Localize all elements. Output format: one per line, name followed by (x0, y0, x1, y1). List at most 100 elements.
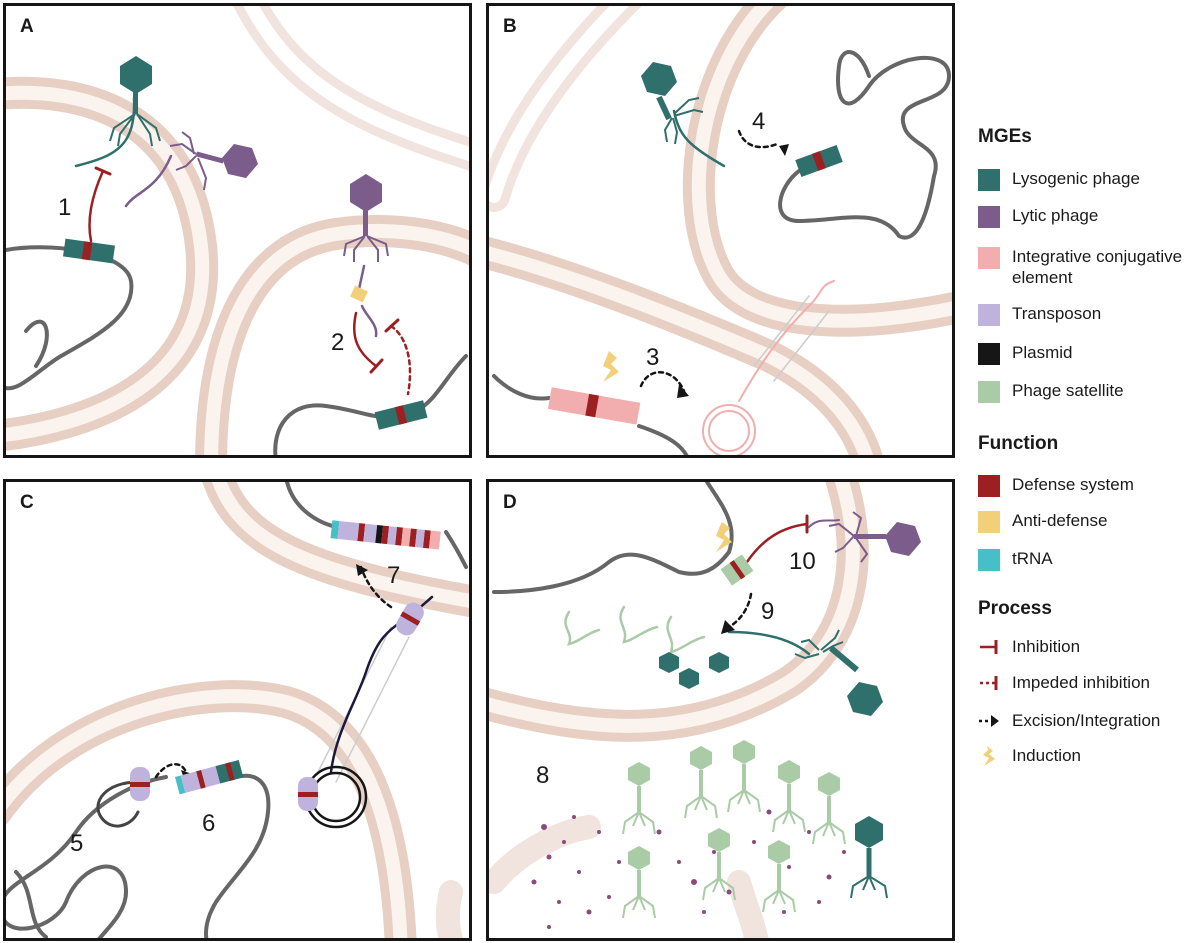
legend-process-title: Process (978, 598, 1052, 619)
satellite-dna (666, 615, 706, 654)
impeded-inhibition-icon (980, 676, 998, 690)
step-8-label: 8 (536, 762, 550, 789)
inhibition-icon (980, 640, 998, 654)
lytic-phage (169, 131, 258, 191)
legend-label: Integrative conjugative element (1012, 247, 1183, 287)
integration-arrow (154, 763, 188, 779)
ice-cassette (547, 387, 641, 425)
cell-membrane (489, 237, 883, 455)
helper-phage (794, 629, 883, 716)
legend-label: Inhibition (1012, 637, 1081, 656)
swatch-phage-satellite (978, 381, 1000, 403)
step-3-label: 3 (646, 344, 660, 371)
conjugation-pilus (753, 295, 830, 382)
phage-dna (124, 154, 173, 208)
phage-dna (727, 630, 811, 656)
satellite-capsid (679, 668, 699, 689)
transposon (130, 767, 150, 801)
excision-arrow (727, 592, 753, 629)
legend-label: Lytic phage (1012, 206, 1099, 225)
chromosome (273, 354, 468, 455)
legend-function-title: Function (978, 433, 1059, 454)
legend-label: Induction (1012, 746, 1081, 765)
legend-item-anti-defense: Anti-defense (978, 510, 1107, 538)
swatch-defense-system (978, 475, 1000, 497)
inhibition-arrow (745, 522, 809, 564)
lysogenic-prophage (374, 400, 428, 430)
satellite-dna (564, 610, 601, 646)
panel-b-label: B (503, 16, 517, 37)
legend-item-trna: tRNA (978, 548, 1053, 576)
legend-item-transposon: Transposon (978, 303, 1101, 331)
swatch-plasmid (978, 343, 1000, 365)
legend-label: tRNA (1012, 549, 1053, 568)
panel-a-label: A (20, 16, 34, 37)
chromosome (6, 245, 134, 391)
step-10-label: 10 (789, 548, 816, 575)
legend-item-excision-integration: Excision/Integration (978, 710, 1160, 738)
transposon-circular-form (96, 780, 140, 828)
lightning-icon (983, 746, 995, 766)
panel-b: B 3 4 (486, 3, 955, 458)
legend-item-lytic-phage: Lytic phage (978, 205, 1098, 233)
step-4-label: 4 (752, 108, 766, 135)
phage-satellite-element (720, 554, 754, 586)
legend-label: Lysogenic phage (1012, 169, 1140, 188)
ice-circular-intermediate (702, 404, 756, 455)
phage-dna (672, 109, 726, 168)
cell-membrane (6, 76, 219, 451)
legend-label: Anti-defense (1012, 511, 1108, 530)
legend-item-ice: Integrative conjugative element (978, 246, 1200, 292)
swatch-lysogenic-phage (978, 169, 1000, 191)
panel-d: D 8 9 10 (486, 479, 955, 941)
lytic-phage (828, 511, 921, 563)
lysogenic-prophage (795, 145, 843, 177)
swatch-lytic-phage (978, 206, 1000, 228)
lightning-icon (603, 351, 619, 382)
panel-c-label: C (20, 492, 34, 513)
legend-mges-title: MGEs (978, 126, 1032, 147)
swatch-anti-defense (978, 511, 1000, 533)
chromosome (6, 773, 271, 938)
step-2-label: 2 (331, 329, 345, 356)
chromosome (285, 482, 468, 569)
ice-ssdna (738, 280, 835, 402)
excision-arrow (639, 371, 686, 393)
lysogenic-phage (109, 56, 161, 147)
satellite-capsid (709, 652, 729, 673)
panel-a-illustration (6, 6, 469, 455)
inhibition-arrow (88, 169, 105, 243)
step-1-label: 1 (58, 194, 72, 221)
panel-d-illustration (489, 482, 921, 938)
lysogenic-prophage (62, 238, 116, 264)
panel-b-illustration (489, 6, 952, 455)
satellite-capsid (659, 652, 679, 673)
dashed-arrow-icon (979, 715, 999, 727)
inhibition-arrow (352, 311, 378, 368)
legend-item-phage-satellite: Phage satellite (978, 380, 1124, 408)
lysogenic-phage (641, 62, 704, 145)
excision-arrow (737, 129, 779, 149)
cell-membrane (489, 482, 869, 742)
chromosome (778, 50, 952, 240)
legend-item-lysogenic-phage: Lysogenic phage (978, 168, 1140, 196)
legend-label: Phage satellite (1012, 381, 1124, 400)
legend-label: Impeded inhibition (1012, 673, 1150, 692)
panel-c: C 5 6 7 (3, 479, 472, 941)
legend: MGEs Lysogenic phage Lytic phage Integra… (968, 0, 1200, 943)
satellite-dna (619, 605, 659, 644)
step-6-label: 6 (202, 810, 216, 837)
swatch-transposon (978, 304, 1000, 326)
lysis-debris (531, 809, 846, 929)
integrated-mge-array (330, 520, 441, 550)
panel-c-illustration (6, 482, 469, 938)
lytic-phage (343, 174, 389, 262)
helper-phage (850, 816, 888, 899)
step-5-label: 5 (70, 830, 84, 857)
step-7-label: 7 (387, 562, 401, 589)
legend-item-inhibition: Inhibition (978, 636, 1080, 664)
anti-defense-gene (350, 285, 368, 303)
legend-label: Plasmid (1012, 343, 1073, 362)
swatch-ice (978, 247, 1000, 269)
panel-d-label: D (503, 492, 517, 513)
